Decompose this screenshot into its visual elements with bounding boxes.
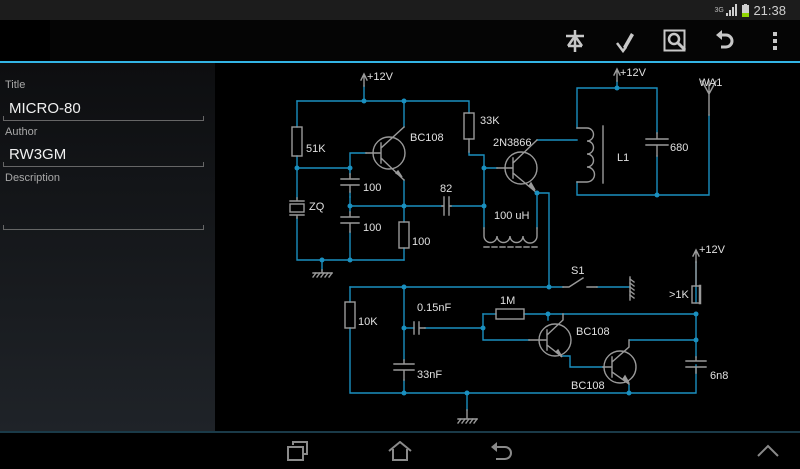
menu-up-button[interactable] bbox=[738, 433, 798, 469]
ground-bottom bbox=[457, 409, 478, 424]
label-q3: BC108 bbox=[576, 326, 610, 338]
label-c100a: 100 bbox=[363, 182, 381, 194]
undo-icon bbox=[716, 29, 734, 48]
label-c680: 680 bbox=[670, 142, 688, 154]
label-r51k: 51K bbox=[306, 143, 326, 155]
transistor-q1 bbox=[365, 126, 406, 181]
undo-button[interactable] bbox=[700, 20, 750, 61]
label-q1: BC108 bbox=[410, 132, 444, 144]
navbar-divider bbox=[0, 431, 800, 433]
clock: 21:38 bbox=[753, 2, 786, 18]
action-icons bbox=[550, 20, 800, 61]
title-label: Title bbox=[5, 79, 26, 91]
status-indicators: 3G 21:38 bbox=[714, 0, 786, 20]
label-c33nf: 33nF bbox=[417, 369, 442, 381]
action-bar-divider bbox=[0, 61, 800, 63]
overflow-menu-icon bbox=[773, 31, 777, 50]
edit-pen-icon bbox=[616, 32, 634, 53]
label-r1m: 1M bbox=[500, 295, 515, 307]
recent-apps-button[interactable] bbox=[268, 433, 328, 469]
properties-panel: Title Author Description bbox=[0, 63, 215, 431]
resistor-10k bbox=[344, 301, 356, 329]
label-l100uh: 100 uH bbox=[494, 210, 530, 222]
label-q2: 2N3866 bbox=[493, 137, 532, 149]
home-icon bbox=[388, 441, 412, 461]
wires bbox=[296, 80, 710, 411]
status-bar: 3G 21:38 bbox=[0, 0, 800, 20]
transistor-q3 bbox=[528, 313, 572, 358]
label-c015: 0.15nF bbox=[417, 302, 452, 314]
label-vcc1: +12V bbox=[367, 71, 394, 83]
zoom-icon bbox=[663, 29, 687, 51]
inductor-l1 bbox=[576, 125, 604, 184]
component-icon bbox=[566, 29, 584, 52]
network-type-icon: 3G bbox=[714, 6, 724, 14]
label-vcc3: +12V bbox=[699, 244, 726, 256]
antenna-wa1 bbox=[701, 80, 717, 116]
author-input[interactable] bbox=[9, 146, 204, 163]
description-underline bbox=[3, 225, 204, 230]
label-r100: 100 bbox=[412, 236, 430, 248]
overflow-menu-button[interactable] bbox=[750, 20, 800, 61]
labels: +12V +12V +12V 51K BC108 100 100 ZQ 100 … bbox=[306, 67, 728, 392]
label-q4: BC108 bbox=[571, 380, 605, 392]
capacitor-33nf bbox=[393, 359, 415, 381]
author-underline bbox=[3, 162, 204, 167]
schematic-canvas[interactable]: +12V +12V +12V 51K BC108 100 100 ZQ 100 … bbox=[215, 63, 800, 431]
schematic-svg[interactable]: +12V +12V +12V 51K BC108 100 100 ZQ 100 … bbox=[215, 63, 800, 431]
action-bar bbox=[0, 20, 800, 61]
ground-s1 bbox=[629, 276, 635, 301]
crystal-zq bbox=[289, 197, 305, 219]
back-icon bbox=[491, 442, 512, 460]
capacitor-6n8 bbox=[685, 356, 707, 374]
description-label: Description bbox=[5, 172, 61, 184]
battery-icon bbox=[742, 3, 750, 17]
vcc-arrow-1 bbox=[360, 72, 368, 87]
draw-wire-button[interactable] bbox=[600, 20, 650, 61]
label-r33k: 33K bbox=[480, 115, 500, 127]
ground-top bbox=[312, 269, 333, 278]
description-input[interactable] bbox=[9, 189, 204, 224]
zoom-button[interactable] bbox=[650, 20, 700, 61]
app-icon-area[interactable] bbox=[0, 20, 50, 61]
title-underline bbox=[3, 116, 204, 121]
back-button[interactable] bbox=[472, 433, 532, 469]
navigation-bar bbox=[0, 433, 800, 469]
add-component-button[interactable] bbox=[550, 20, 600, 61]
resistor-100 bbox=[398, 221, 410, 249]
label-c100b: 100 bbox=[363, 222, 381, 234]
switch-s1 bbox=[562, 277, 598, 288]
label-r1k: >1K bbox=[669, 289, 690, 301]
label-wa1: WA1 bbox=[699, 77, 722, 89]
capacitor-680 bbox=[645, 132, 669, 157]
chevron-up-icon bbox=[757, 444, 779, 457]
capacitor-015nf bbox=[413, 321, 426, 335]
author-label: Author bbox=[5, 126, 38, 138]
resistor-51k bbox=[291, 126, 303, 157]
home-button[interactable] bbox=[370, 433, 430, 469]
resistor-1m bbox=[495, 308, 525, 320]
recent-apps-icon bbox=[287, 441, 308, 461]
inductor-100uh bbox=[483, 227, 538, 248]
label-vcc2: +12V bbox=[620, 67, 647, 79]
signal-icon bbox=[726, 4, 738, 16]
capacitor-100a bbox=[340, 173, 360, 193]
title-input[interactable] bbox=[9, 100, 204, 117]
capacitor-100b bbox=[340, 211, 360, 233]
transistor-q4 bbox=[602, 339, 637, 385]
junctions bbox=[294, 85, 699, 396]
components bbox=[289, 67, 717, 424]
vcc-arrow-2 bbox=[613, 67, 621, 82]
resistor-33k bbox=[463, 112, 475, 140]
label-r10k: 10K bbox=[358, 316, 378, 328]
label-c6n8: 6n8 bbox=[710, 370, 728, 382]
label-s1: S1 bbox=[571, 265, 584, 277]
vcc-arrow-3 bbox=[692, 248, 700, 263]
label-zq: ZQ bbox=[309, 201, 325, 213]
label-l1: L1 bbox=[617, 152, 629, 164]
label-c82: 82 bbox=[440, 183, 452, 195]
capacitor-82 bbox=[441, 196, 452, 216]
transistor-q2 bbox=[496, 139, 538, 194]
